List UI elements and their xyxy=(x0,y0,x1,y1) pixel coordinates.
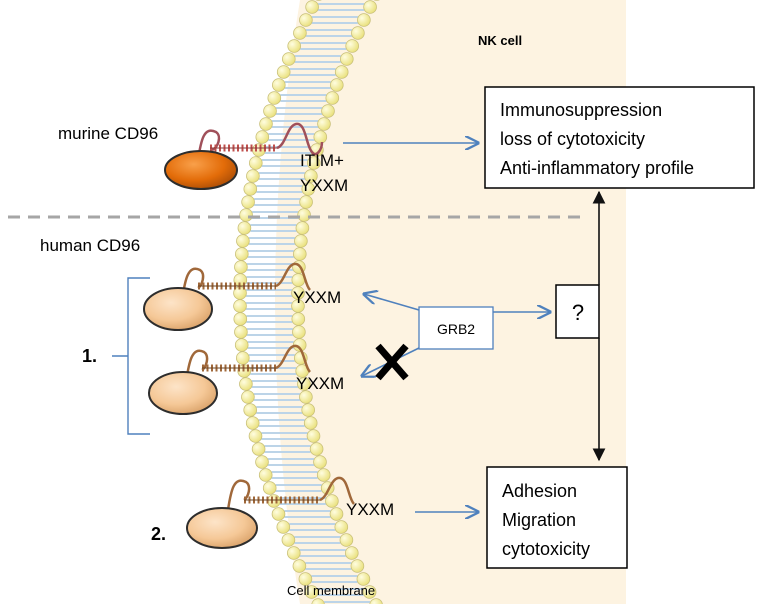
lipid-head xyxy=(249,430,262,443)
lipid-head xyxy=(364,1,377,14)
lipid-head xyxy=(240,209,253,222)
lipid-head xyxy=(340,53,353,66)
lipid-head xyxy=(272,508,285,521)
lipid-head xyxy=(236,352,249,365)
human-motif-b: YXXM xyxy=(296,374,344,393)
lipid-head xyxy=(298,209,311,222)
human-motif-c: YXXM xyxy=(346,500,394,519)
lipid-head xyxy=(277,521,290,534)
lipid-head xyxy=(234,313,247,326)
lipid-head xyxy=(234,300,247,313)
lipid-head xyxy=(352,27,365,40)
group1-label: 1. xyxy=(82,346,97,366)
lipid-head xyxy=(242,196,255,209)
lipid-head xyxy=(293,326,306,339)
human-outcome-3: cytotoxicity xyxy=(502,539,590,559)
lipid-head xyxy=(282,534,295,547)
lipid-head xyxy=(235,248,248,261)
human-ligand-c xyxy=(187,508,257,548)
human-outcome-1: Adhesion xyxy=(502,481,577,501)
lipid-head xyxy=(268,495,281,508)
receptor-c-ecto-tail xyxy=(228,481,249,510)
lipid-head xyxy=(318,118,331,131)
lipid-head xyxy=(288,40,301,53)
lipid-head xyxy=(295,235,308,248)
lipid-head xyxy=(240,378,253,391)
lipid-head xyxy=(330,508,343,521)
lipid-head xyxy=(292,313,305,326)
lipid-head xyxy=(287,547,300,560)
human-outcome-2: Migration xyxy=(502,510,576,530)
lipid-head xyxy=(237,235,250,248)
lipid-head xyxy=(293,248,306,261)
lipid-head xyxy=(335,66,348,79)
lipid-head xyxy=(296,222,309,235)
lipid-head xyxy=(272,79,285,92)
lipid-head xyxy=(268,92,281,105)
lipid-head xyxy=(256,131,269,144)
human-motif-a: YXXM xyxy=(293,288,341,307)
lipid-head xyxy=(264,105,277,118)
human-cd96-label: human CD96 xyxy=(40,236,140,255)
murine-ligand xyxy=(165,151,237,189)
lipid-head xyxy=(263,482,276,495)
lipid-head xyxy=(235,261,248,274)
membrane-label: Cell membrane xyxy=(287,583,375,598)
grb2-label: GRB2 xyxy=(437,321,475,337)
lipid-head xyxy=(253,144,266,157)
lipid-head xyxy=(335,521,348,534)
lipid-head xyxy=(252,443,265,456)
murine-outcome-1: Immunosuppression xyxy=(500,100,662,120)
lipid-head xyxy=(326,92,339,105)
lipid-head xyxy=(277,66,290,79)
lipid-head xyxy=(304,417,317,430)
lipid-head xyxy=(247,170,260,183)
lipid-head xyxy=(293,560,306,573)
lipid-head xyxy=(306,1,319,14)
lipid-head xyxy=(346,40,359,53)
lipid-head xyxy=(238,222,251,235)
lipid-head xyxy=(310,443,323,456)
lipid-head xyxy=(314,131,327,144)
group1-bracket xyxy=(112,278,150,434)
murine-motif-line1: ITIM+ xyxy=(300,151,344,170)
lipid-head xyxy=(235,326,248,339)
lipid-head xyxy=(358,14,371,27)
lipid-head xyxy=(300,14,313,27)
lipid-head xyxy=(307,430,320,443)
lipid-head xyxy=(282,53,295,66)
lipid-head xyxy=(259,469,272,482)
lipid-head xyxy=(330,79,343,92)
lipid-head xyxy=(340,534,353,547)
unknown-label: ? xyxy=(572,300,584,325)
murine-cd96-label: murine CD96 xyxy=(58,124,158,143)
lipid-head xyxy=(317,469,330,482)
murine-outcome-3: Anti-inflammatory profile xyxy=(500,158,694,178)
lipid-head xyxy=(322,105,335,118)
lipid-head xyxy=(246,417,259,430)
murine-motif-line2: YXXM xyxy=(300,176,348,195)
group2-label: 2. xyxy=(151,524,166,544)
lipid-head xyxy=(235,339,248,352)
lipid-head xyxy=(242,391,255,404)
lipid-head xyxy=(294,27,307,40)
cell-title: NK cell xyxy=(478,33,522,48)
lipid-head xyxy=(345,547,358,560)
human-ligand-a xyxy=(144,288,212,330)
lipid-head xyxy=(244,404,257,417)
lipid-head xyxy=(302,404,315,417)
lipid-head xyxy=(256,456,269,469)
lipid-head xyxy=(260,118,273,131)
lipid-head xyxy=(244,183,257,196)
lipid-head xyxy=(249,157,262,170)
human-ligand-b xyxy=(149,372,217,414)
murine-outcome-2: loss of cytotoxicity xyxy=(500,129,645,149)
lipid-head xyxy=(314,456,327,469)
lipid-head xyxy=(326,495,339,508)
lipid-head xyxy=(351,560,364,573)
lipid-head xyxy=(300,196,313,209)
